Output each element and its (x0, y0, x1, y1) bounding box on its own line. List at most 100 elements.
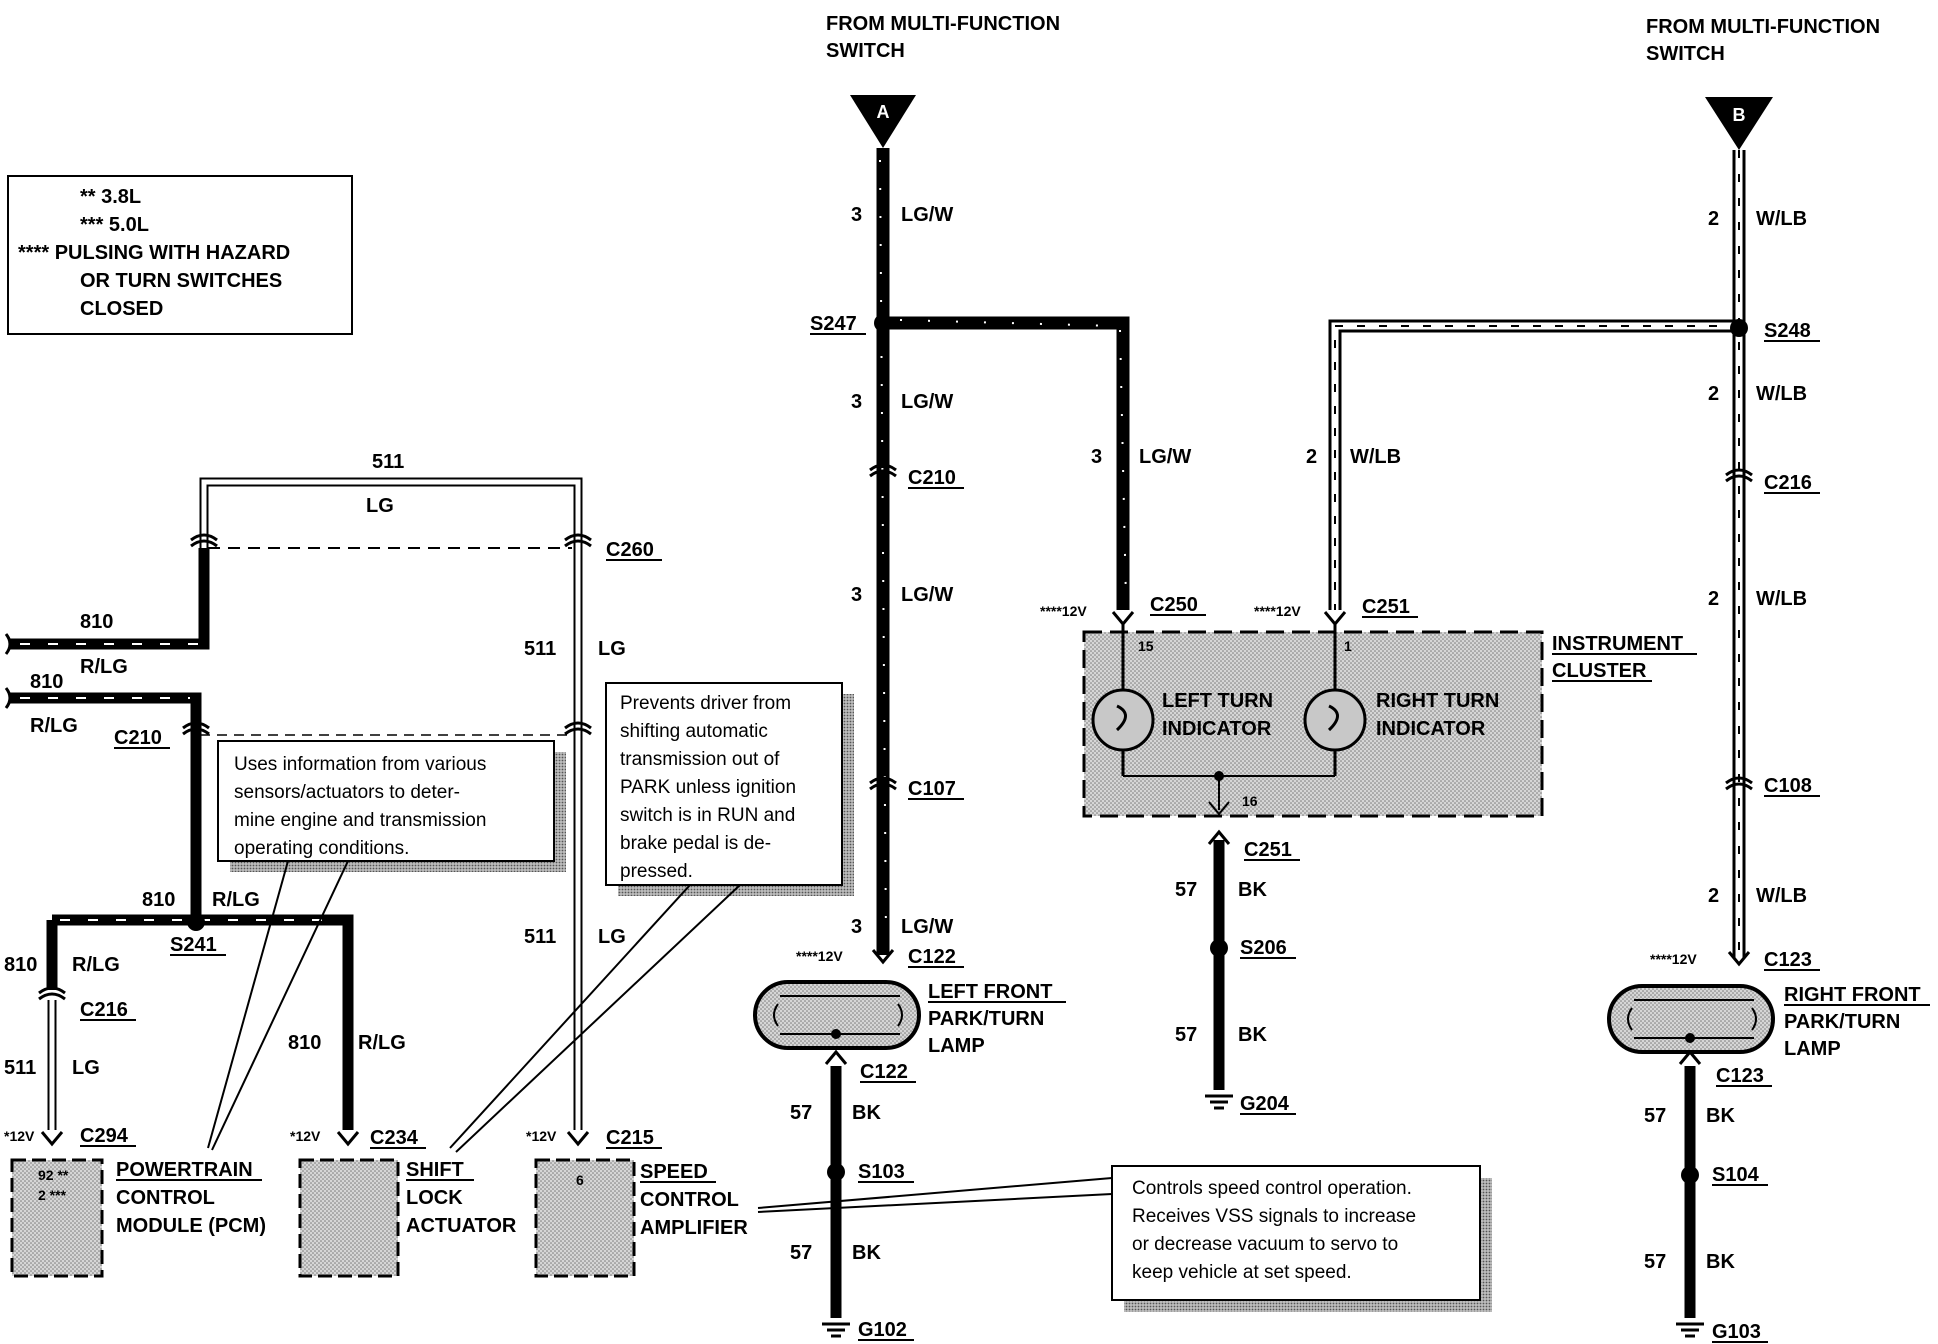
wire-lgw-tracer (879, 159, 1127, 941)
wire-color-label: LG/W (901, 204, 953, 226)
connector-label: C294 (80, 1125, 129, 1147)
splices (187, 314, 1748, 1184)
speed-label-2: CONTROL (640, 1189, 739, 1211)
wire-color-label: LG/W (1139, 446, 1191, 468)
connector-label: C216 (80, 999, 128, 1021)
wire-color-label: R/LG (30, 715, 78, 737)
legend-line-4: OR TURN SWITCHES (80, 270, 282, 292)
lf-lamp-label-1: LEFT FRONT (928, 981, 1052, 1003)
grounds (822, 1094, 1704, 1338)
right-turn-indicator-icon (1303, 624, 1367, 776)
pin-arrows (40, 611, 1751, 1147)
wire-color-label: LG (72, 1057, 100, 1079)
lf-lamp-label-3: LAMP (928, 1035, 985, 1057)
wire-wlb (1328, 150, 1746, 958)
connector-label: S206 (1240, 937, 1287, 959)
source-a-arrow (850, 95, 916, 148)
connector-label: G103 (1712, 1321, 1761, 1343)
wire-bk (830, 840, 1696, 1318)
wire-color-label: BK (852, 1102, 881, 1124)
speed-control-box: 6 (534, 1158, 636, 1278)
wire-color-label: BK (1706, 1105, 1735, 1127)
note-speed-1: Controls speed control operation. (1132, 1178, 1412, 1199)
wire-gauge-label: 2 (1708, 588, 1719, 610)
wire-color-label: LG/W (901, 916, 953, 938)
source-a-title-1: FROM MULTI-FUNCTION (826, 13, 1060, 35)
note-pcm-4: operating conditions. (234, 838, 409, 859)
pcm-pin-2: 2 *** (38, 1187, 67, 1203)
source-b-title-2: SWITCH (1646, 43, 1725, 65)
voltage-label: *12V (4, 1128, 35, 1144)
wire-color-label: W/LB (1756, 588, 1807, 610)
note-speed: Controls speed control operation. Receiv… (757, 1165, 1492, 1312)
right-turn-indicator-label-1: RIGHT TURN (1376, 690, 1499, 712)
wire-color-label: BK (1706, 1251, 1735, 1273)
connector-label: C107 (908, 778, 956, 800)
connector-label: C215 (606, 1127, 654, 1149)
speed-label-1: SPEED (640, 1161, 708, 1183)
connector-label: S247 (810, 313, 857, 335)
connector-labels: S247 S248 C210 C216 C250 C251 C107 C108 … (80, 313, 1812, 1343)
wire-gauge-label: 57 (790, 1102, 812, 1124)
connector-label: S241 (170, 934, 217, 956)
shift-label-3: ACTUATOR (406, 1215, 517, 1237)
voltage-label: ****12V (1650, 951, 1697, 967)
splice-s241 (187, 913, 205, 931)
left-turn-indicator-label-1: LEFT TURN (1162, 690, 1273, 712)
wire-color-label: LG/W (901, 584, 953, 606)
source-a-letter: A (877, 102, 890, 122)
legend-line-5: CLOSED (80, 298, 163, 320)
note-shift-5: switch is in RUN and (620, 805, 795, 826)
wire-lg (47, 477, 583, 1130)
wire-color-label: R/LG (212, 889, 260, 911)
wire-gauge-label: 810 (142, 889, 175, 911)
wire-color-label: R/LG (72, 954, 120, 976)
note-shift: Prevents driver from shifting automatic … (449, 682, 854, 1153)
source-b-title-1: FROM MULTI-FUNCTION (1646, 16, 1880, 38)
wire-color-label: W/LB (1756, 383, 1807, 405)
connector-label: C260 (606, 539, 654, 561)
connector-label: C210 (908, 467, 956, 489)
wire-gauge-label: 810 (80, 611, 113, 633)
connector-underlines (80, 333, 1930, 1343)
note-shift-4: PARK unless ignition (620, 777, 796, 798)
wire-gauge-label: 57 (1175, 879, 1197, 901)
wire-color-label: LG/W (901, 391, 953, 413)
wire-gauge-label: 511 (372, 451, 404, 473)
pin-1: 1 (1344, 638, 1352, 654)
wire-gauge-label: 511 (524, 926, 556, 948)
wire-color-label: W/LB (1756, 885, 1807, 907)
cluster-label-1: INSTRUMENT (1552, 633, 1683, 655)
connector-label: G102 (858, 1319, 907, 1341)
pin-15: 15 (1138, 638, 1154, 654)
pcm-label-2: CONTROL (116, 1187, 215, 1209)
pcm-pin-1: 92 ** (38, 1167, 69, 1183)
connector-label: C108 (1764, 775, 1812, 797)
note-shift-2: shifting automatic (620, 721, 768, 742)
voltage-label: ****12V (796, 948, 843, 964)
splice-s104 (1681, 1166, 1699, 1184)
wire-gauge-label: 511 (4, 1057, 36, 1079)
wire-color-label: W/LB (1350, 446, 1401, 468)
legend-line-3: **** PULSING WITH HAZARD (18, 242, 290, 264)
note-speed-4: keep vehicle at set speed. (1132, 1262, 1352, 1283)
wire-color-label: BK (852, 1242, 881, 1264)
lf-lamp-label-2: PARK/TURN (928, 1008, 1044, 1030)
pcm-label-3: MODULE (PCM) (116, 1215, 266, 1237)
shift-label-1: SHIFT (406, 1159, 464, 1181)
voltage-label: *12V (526, 1128, 557, 1144)
source-b-letter: B (1733, 105, 1746, 125)
voltage-label: ****12V (1254, 603, 1301, 619)
rf-lamp-label-3: LAMP (1784, 1038, 1841, 1060)
wire-color-label: BK (1238, 879, 1267, 901)
wire-color-label: W/LB (1756, 208, 1807, 230)
connector-marks (4, 463, 1753, 1001)
connector-label: C251 (1362, 596, 1410, 618)
wire-gauge-label: 3 (851, 391, 862, 413)
connector-label: S104 (1712, 1164, 1760, 1186)
splice-s247 (874, 314, 892, 332)
note-shift-7: pressed. (620, 861, 693, 882)
shift-lock-box (298, 1158, 400, 1278)
connector-label: S103 (858, 1161, 905, 1183)
